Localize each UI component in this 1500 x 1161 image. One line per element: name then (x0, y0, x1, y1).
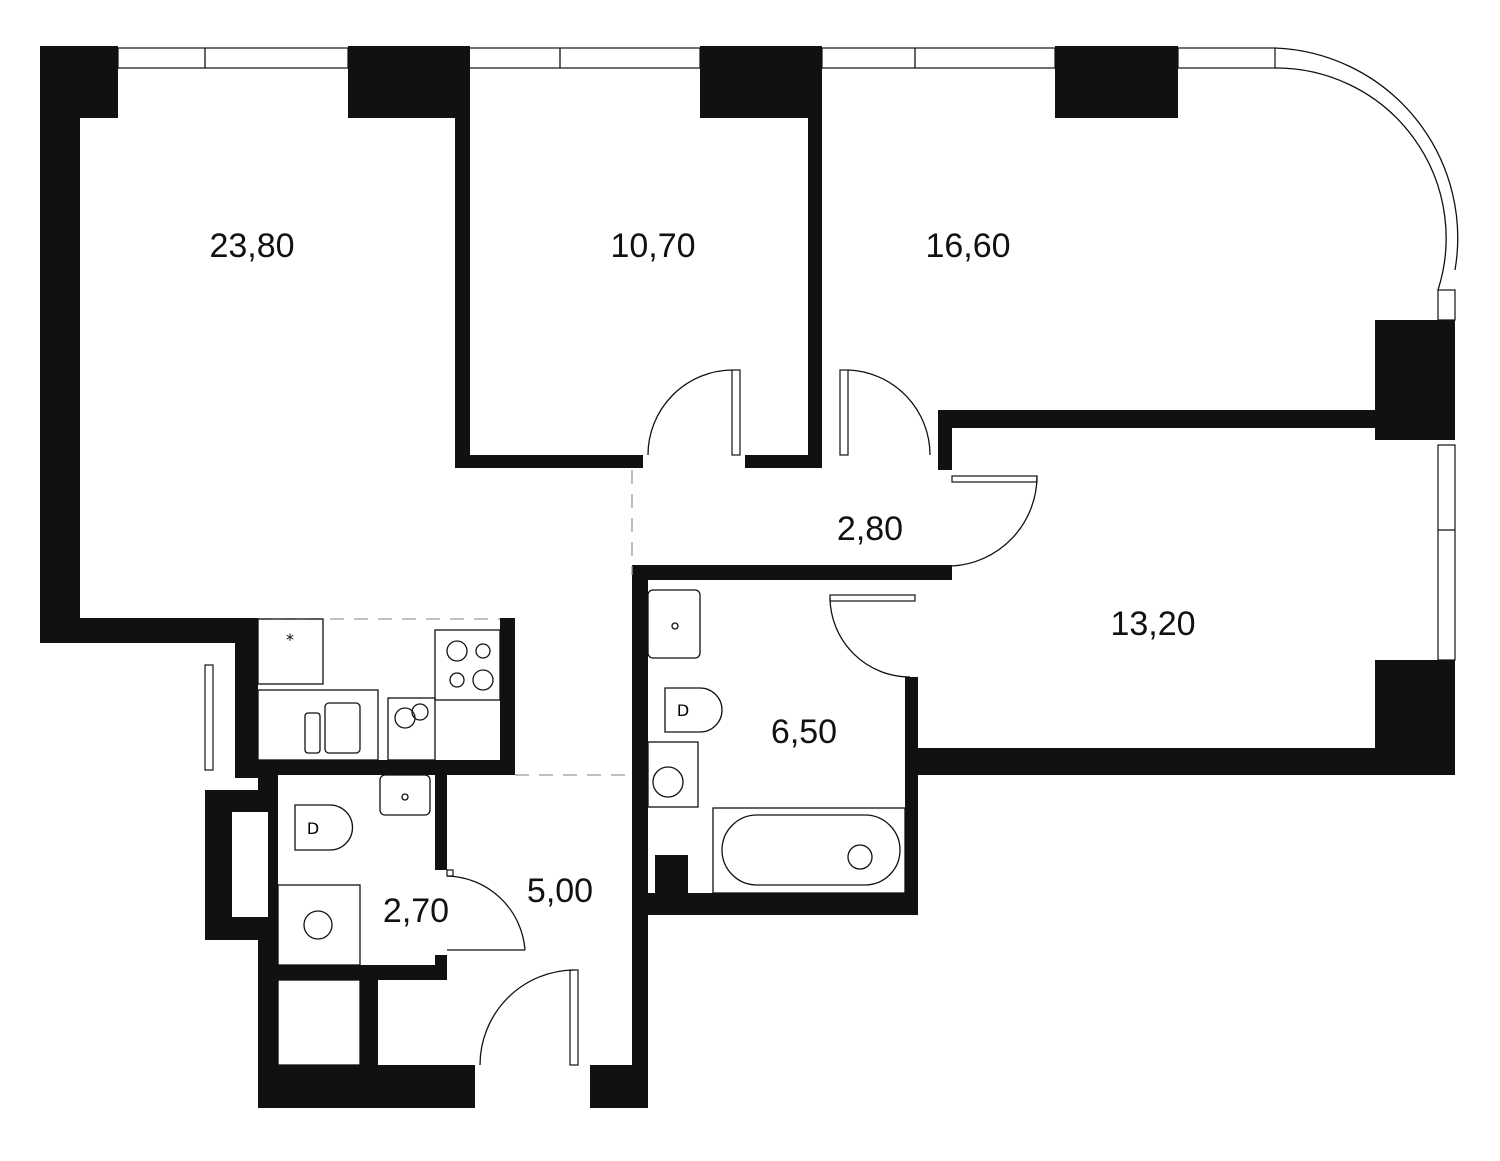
fridge-icon: * (257, 618, 324, 685)
room-labels: 23,80 10,70 16,60 2,80 13,20 6,50 5,00 2… (209, 227, 1195, 930)
room-area-bedroom-small: 10,70 (610, 227, 695, 265)
wc-sink-icon (379, 774, 431, 816)
bathroom-sink-icon (647, 589, 701, 659)
fixtures: * D (257, 589, 906, 1066)
zone-separators (258, 470, 633, 776)
stove-icon (434, 629, 501, 701)
room-area-bathroom: 6,50 (771, 713, 837, 751)
room-area-bedroom-right: 13,20 (1110, 605, 1195, 643)
bathtub-icon (712, 807, 906, 894)
kitchen-sink-icon (257, 689, 379, 761)
doors (446, 369, 1038, 1066)
svg-text:*: * (286, 630, 294, 649)
windows (117, 47, 1459, 771)
dishwasher-icon (387, 697, 436, 761)
room-area-corridor: 2,80 (837, 510, 903, 548)
walls (40, 46, 1455, 1108)
wc-toilet-icon: D (294, 804, 354, 851)
room-area-living: 23,80 (209, 227, 294, 265)
svg-text:D: D (307, 819, 319, 838)
shower-icon (277, 884, 361, 966)
washing-machine-icon (647, 741, 699, 808)
toilet-icon: D (664, 687, 723, 733)
room-area-bedroom-corner: 16,60 (925, 227, 1010, 265)
svg-text:D: D (677, 701, 689, 720)
storage-closet (277, 979, 361, 1066)
room-area-hallway: 5,00 (527, 872, 593, 910)
room-area-wc: 2,70 (383, 892, 449, 930)
